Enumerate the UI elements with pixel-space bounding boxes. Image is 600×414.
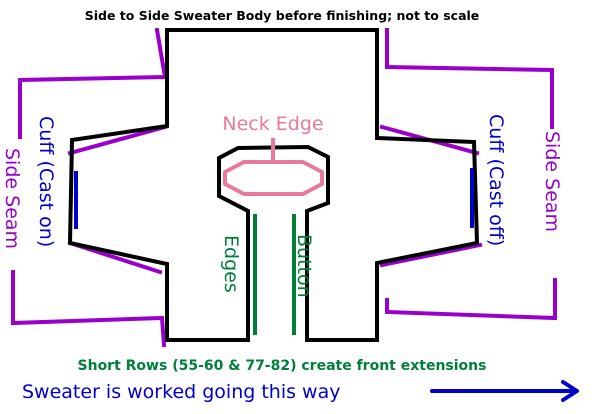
- sweater-body-outline: [67, 28, 480, 342]
- right-side-seam-lines: [379, 28, 557, 321]
- neck-edge-octagon: [223, 138, 324, 196]
- edges-label: Edges: [220, 235, 242, 293]
- button-label: Button: [293, 234, 315, 298]
- right-cuff-label: Cuff (Cast off): [485, 114, 507, 246]
- right-side-seam-label: Side Seam: [541, 131, 563, 232]
- neck-edge-label: Neck Edge: [222, 113, 323, 135]
- left-cuff-label: Cuff (Cast on): [35, 116, 57, 247]
- left-side-seam-label: Side Seam: [1, 148, 23, 249]
- direction-arrow-icon: [430, 380, 579, 402]
- short-rows-note: Short Rows (55-60 & 77-82) create front …: [78, 358, 487, 374]
- button-band-lines: [253, 214, 296, 335]
- direction-note: Sweater is worked going this way: [22, 381, 340, 403]
- diagram-title: Side to Side Sweater Body before finishi…: [85, 8, 480, 23]
- cuff-lines: [74, 168, 474, 229]
